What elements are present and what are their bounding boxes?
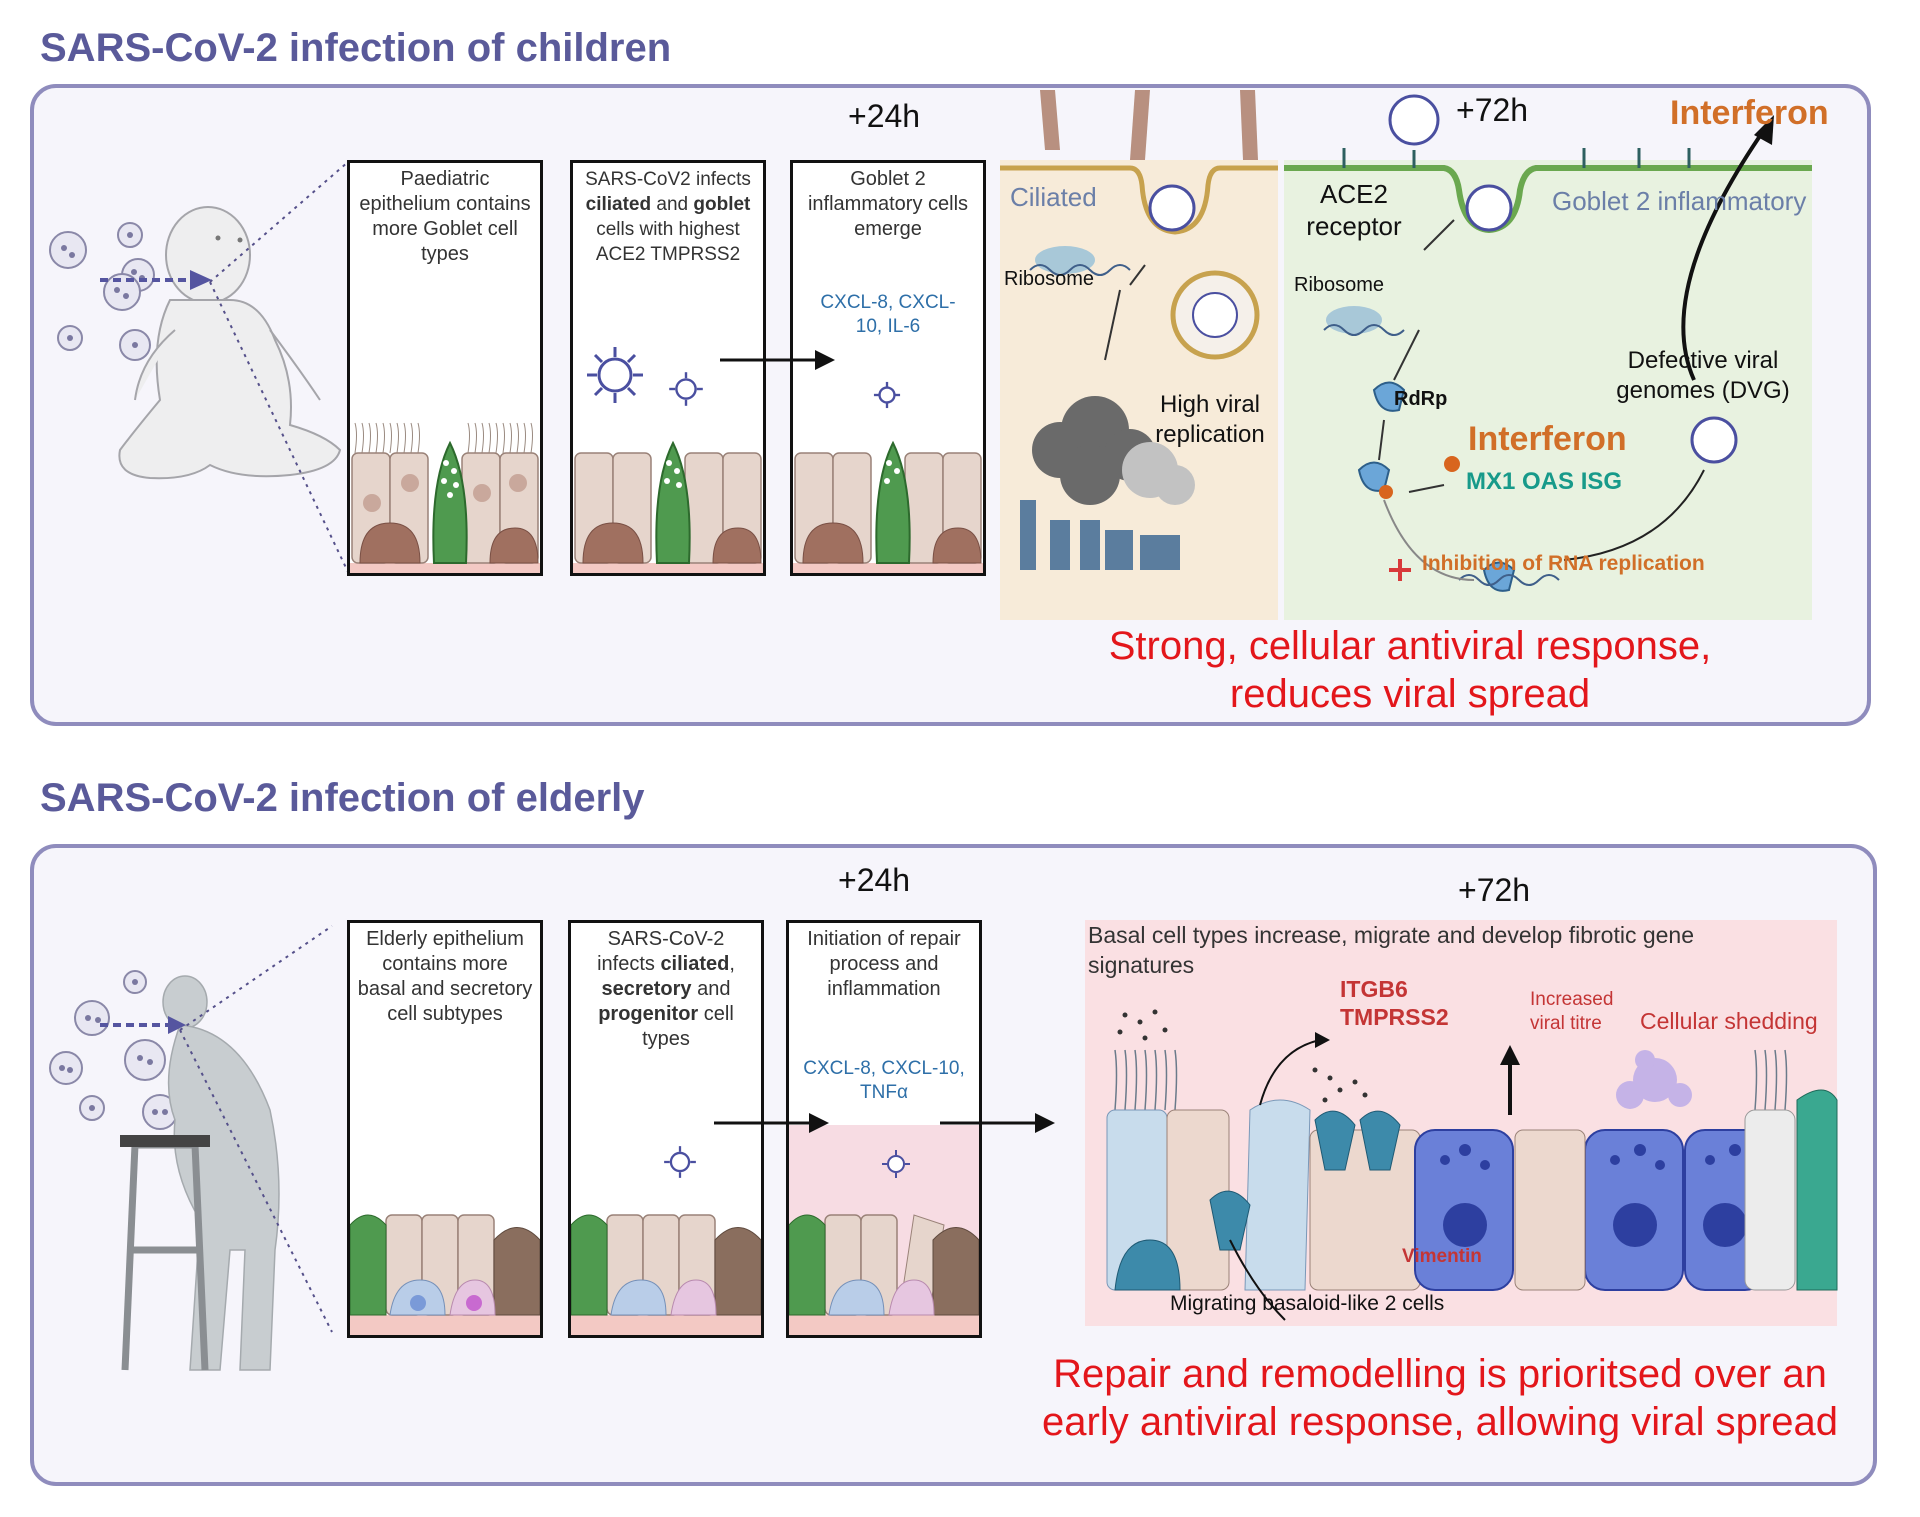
- virus-particles: [49, 222, 155, 361]
- box-infects-text: SARS-CoV2 infects ciliated and goblet ce…: [585, 169, 751, 265]
- children-box-paediatric: Paediatric epithelium contains more Gobl…: [347, 160, 543, 576]
- cellular-shedding-label: Cellular shedding: [1640, 1008, 1818, 1034]
- virus-icon: [587, 347, 643, 403]
- goblet-2-label: Goblet 2 inflammatory: [1552, 186, 1807, 216]
- child-figure-illustration: [49, 206, 342, 480]
- elderly-box-repair: Initiation of repair process and inflamm…: [786, 920, 982, 1338]
- progress-arrow: [720, 350, 835, 370]
- elderly-time-72h: +72h: [1458, 872, 1531, 908]
- elderly-figure-illustration: [49, 970, 280, 1371]
- elderly-cytokines: CXCL-8, CXCL-10, TNFα: [803, 1058, 965, 1103]
- ace2-receptor-label: ACE2 receptor: [1306, 179, 1402, 241]
- epithelium-illustration: [571, 1214, 761, 1335]
- epithelium-illustration: [793, 440, 983, 573]
- progress-arrow: [714, 1113, 829, 1133]
- epithelium-illustration: [573, 440, 763, 573]
- virus-icon: [664, 1146, 696, 1178]
- virus-icon: [882, 1150, 910, 1178]
- elderly-section-title: SARS-CoV-2 infection of elderly: [40, 776, 645, 820]
- children-box-infects: SARS-CoV2 infects ciliated and goblet ce…: [570, 160, 766, 576]
- box-paediatric-text: Paediatric epithelium contains more Gobl…: [359, 168, 531, 265]
- box-repair-text: Initiation of repair process and inflamm…: [807, 928, 961, 1000]
- high-viral-replication: High viral replication: [1155, 391, 1265, 448]
- ciliated-panel: [1000, 160, 1278, 620]
- epithelium-illustration: [350, 1214, 540, 1335]
- elderly-box-epithelium: Elderly epithelium contains more basal a…: [347, 920, 543, 1338]
- interferon-mid: Interferon: [1468, 420, 1627, 458]
- inhibition-label: Inhibition of RNA replication: [1422, 552, 1705, 575]
- tmprss2-label: TMPRSS2: [1340, 1004, 1449, 1030]
- children-box-goblet: Goblet 2 inflammatory cells emerge CXCL-…: [790, 160, 986, 576]
- epithelium-illustration: [789, 1214, 979, 1335]
- children-time-24h: +24h: [848, 98, 921, 134]
- ciliated-illustration: [1000, 90, 1278, 570]
- ribosome-label-2: Ribosome: [1294, 274, 1385, 296]
- itgb6-label: ITGB6: [1340, 976, 1408, 1002]
- goblet-illustration: [1284, 94, 1812, 592]
- vimentin-label: Vimentin: [1402, 1246, 1482, 1267]
- children-time-72h: +72h: [1456, 92, 1529, 128]
- children-cytokines: CXCL-8, CXCL-10, IL-6: [820, 292, 956, 337]
- increased-viral-titre: Increased viral titre: [1530, 989, 1614, 1034]
- elderly-time-24h: +24h: [838, 862, 911, 898]
- box-goblet-text: Goblet 2 inflammatory cells emerge: [807, 168, 969, 240]
- elderly-conclusion: Repair and remodelling is prioritsed ove…: [1042, 1352, 1838, 1444]
- box-elderly-infects-text: SARS-CoV-2 infects ciliated, secretory a…: [597, 928, 735, 1050]
- ribosome-label-1: Ribosome: [1004, 268, 1095, 290]
- child-body: [118, 206, 342, 480]
- elderly-box-infects: SARS-CoV-2 infects ciliated, secretory a…: [568, 920, 764, 1338]
- rdrp-label: RdRp: [1394, 388, 1448, 410]
- goblet-panel: [1284, 160, 1812, 620]
- basal-cell-text: Basal cell types increase, migrate and d…: [1088, 922, 1695, 978]
- interferon-top: Interferon: [1670, 94, 1829, 132]
- progress-arrow: [940, 1113, 1055, 1133]
- migrating-basaloid-label: Migrating basaloid-like 2 cells: [1170, 1292, 1445, 1315]
- virus-icon: [669, 372, 703, 406]
- remodelling-illustration: [1106, 1009, 1838, 1321]
- defective-genomes-label: Defective viral genomes (DVG): [1616, 347, 1790, 404]
- box-elderly-epithelium-text: Elderly epithelium contains more basal a…: [357, 928, 533, 1025]
- epithelium-illustration: [350, 422, 540, 573]
- children-section-title: SARS-CoV-2 infection of children: [40, 26, 672, 70]
- children-conclusion: Strong, cellular antiviral response, red…: [1108, 624, 1712, 716]
- virus-icon: [873, 381, 901, 409]
- ciliated-label: Ciliated: [1010, 182, 1097, 212]
- isg-label: MX1 OAS ISG: [1466, 468, 1623, 495]
